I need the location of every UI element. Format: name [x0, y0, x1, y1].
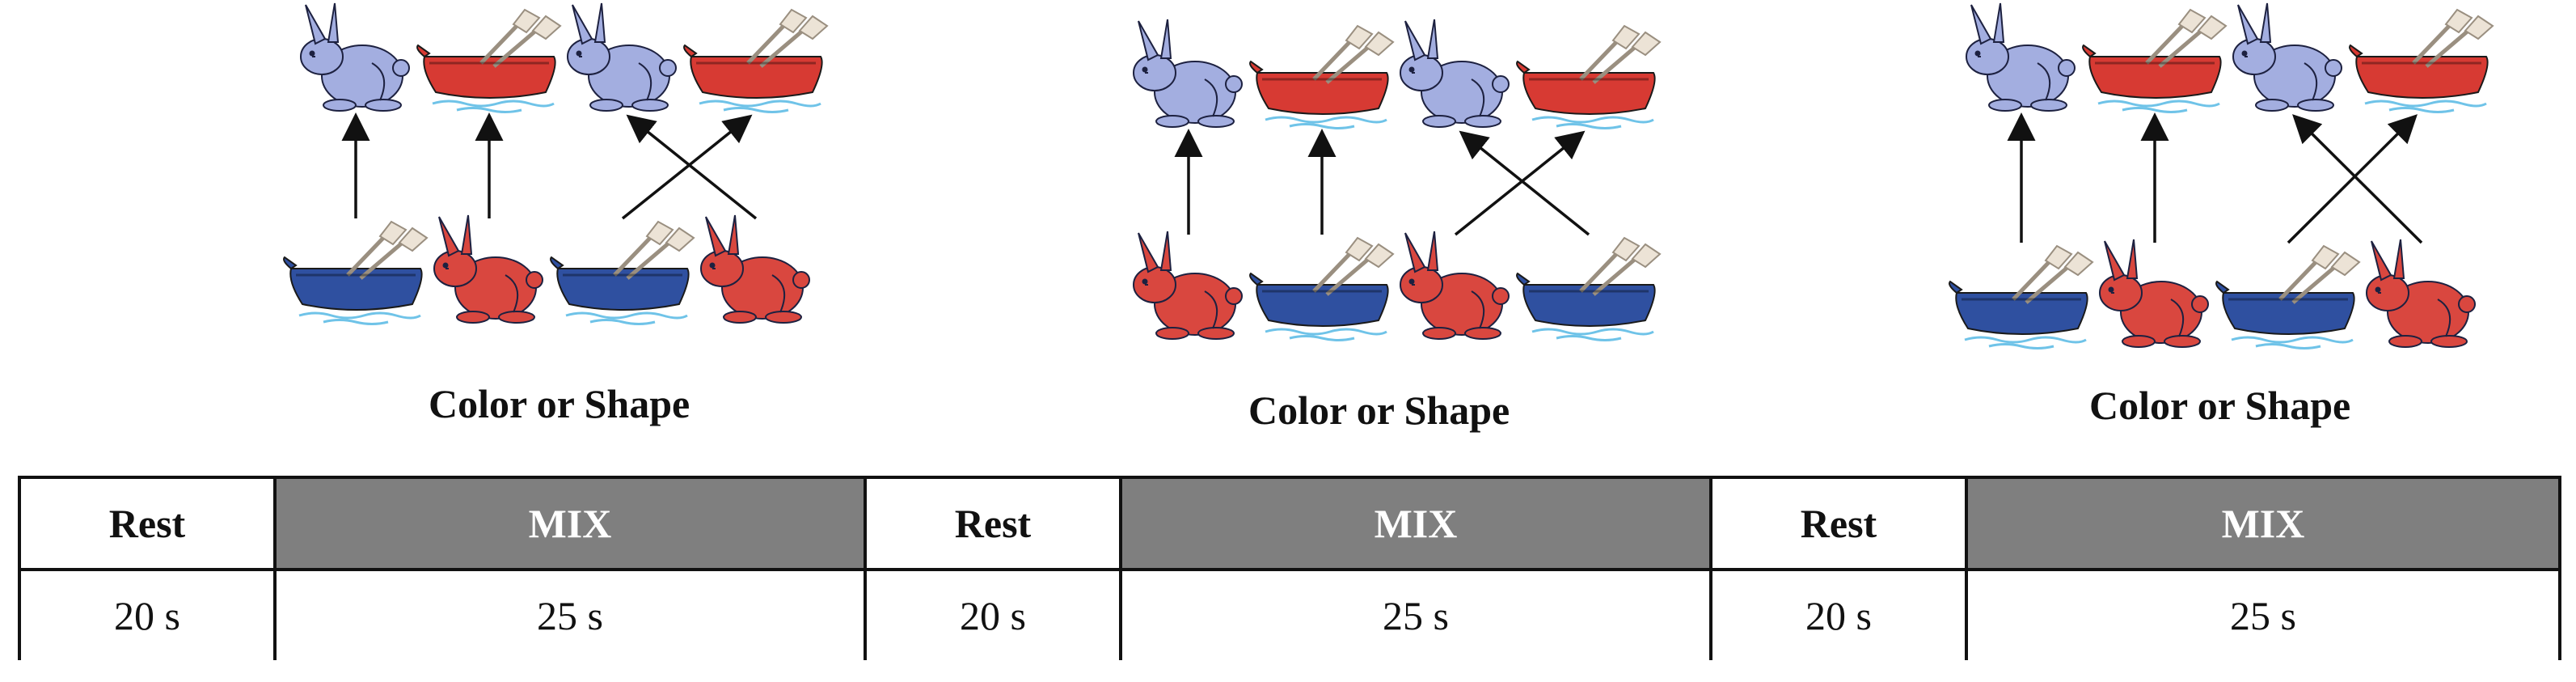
panel-1-arrow-4 — [621, 114, 753, 220]
duration-mix-1: 25 s — [273, 568, 867, 660]
phase-rest-2: Rest — [864, 476, 1122, 571]
phase-rest-3: Rest — [1709, 476, 1968, 571]
panel-1-top-boat-red-icon — [416, 10, 560, 112]
phase-mix-3: MIX — [1965, 476, 2561, 571]
panel-1-top-rabbit-blue-icon — [300, 2, 410, 112]
duration-rest-1: 20 s — [18, 568, 277, 660]
duration-mix-3: 25 s — [1965, 568, 2561, 660]
duration-row: 20 s 25 s 20 s 25 s 20 s 25 s — [18, 568, 2561, 660]
panel-3-top-boat-red-icon — [2082, 10, 2226, 112]
panel-2-caption: Color or Shape — [1248, 388, 1510, 433]
panel-1-bottom-rabbit-red-icon — [433, 214, 543, 324]
panel-2-top-boat-red-icon — [1249, 26, 1393, 129]
panel-3-bottom-boat-blue-icon — [1949, 246, 2092, 349]
duration-rest-2: 20 s — [864, 568, 1122, 660]
panel-3-bottom-rabbit-red-icon — [2099, 239, 2209, 348]
panel-1-arrow-3 — [626, 114, 758, 220]
panel-1-bottom-boat-blue-icon — [550, 222, 694, 324]
panel-1-bottom-boat-blue-icon — [283, 222, 427, 324]
panel-3-arrow-4 — [2287, 114, 2418, 244]
panel-1-caption: Color or Shape — [429, 381, 690, 426]
stimulus-diagram — [283, 2, 2576, 453]
phase-row: Rest MIX Rest MIX Rest MIX — [18, 476, 2561, 571]
panel-2-bottom-boat-blue-icon — [1249, 238, 1393, 341]
block-schedule-table: Rest MIX Rest MIX Rest MIX 20 s 25 s 20 … — [18, 476, 2561, 660]
stimulus-panels — [283, 2, 2493, 349]
panel-1-bottom-rabbit-red-icon — [700, 214, 810, 324]
panel-2-bottom-boat-blue-icon — [1516, 238, 1660, 341]
panel-3-top-rabbit-blue-icon — [1966, 2, 2076, 112]
duration-rest-3: 20 s — [1709, 568, 1968, 660]
phase-mix-2: MIX — [1119, 476, 1712, 571]
phase-rest-1: Rest — [18, 476, 277, 571]
panel-3-top-boat-red-icon — [2349, 10, 2493, 112]
panel-2-bottom-rabbit-red-icon — [1400, 231, 1510, 340]
panel-1-top-boat-red-icon — [683, 10, 827, 112]
panel-2-arrow-3 — [1459, 130, 1590, 236]
panel-1-top-rabbit-blue-icon — [567, 2, 677, 112]
panel-3-top-rabbit-blue-icon — [2232, 2, 2342, 112]
panel-3-bottom-rabbit-red-icon — [2366, 239, 2476, 348]
panel-2-top-boat-red-icon — [1516, 26, 1660, 129]
panel-2-top-rabbit-blue-icon — [1133, 19, 1243, 128]
duration-mix-2: 25 s — [1119, 568, 1712, 660]
panel-2-bottom-rabbit-red-icon — [1133, 231, 1243, 340]
panel-3-arrow-3 — [2292, 114, 2423, 244]
panel-2-top-rabbit-blue-icon — [1400, 19, 1510, 128]
panel-3-caption: Color or Shape — [2089, 383, 2351, 428]
panel-3-bottom-boat-blue-icon — [2215, 246, 2359, 349]
phase-mix-1: MIX — [273, 476, 867, 571]
panel-2-arrow-4 — [1454, 130, 1586, 236]
